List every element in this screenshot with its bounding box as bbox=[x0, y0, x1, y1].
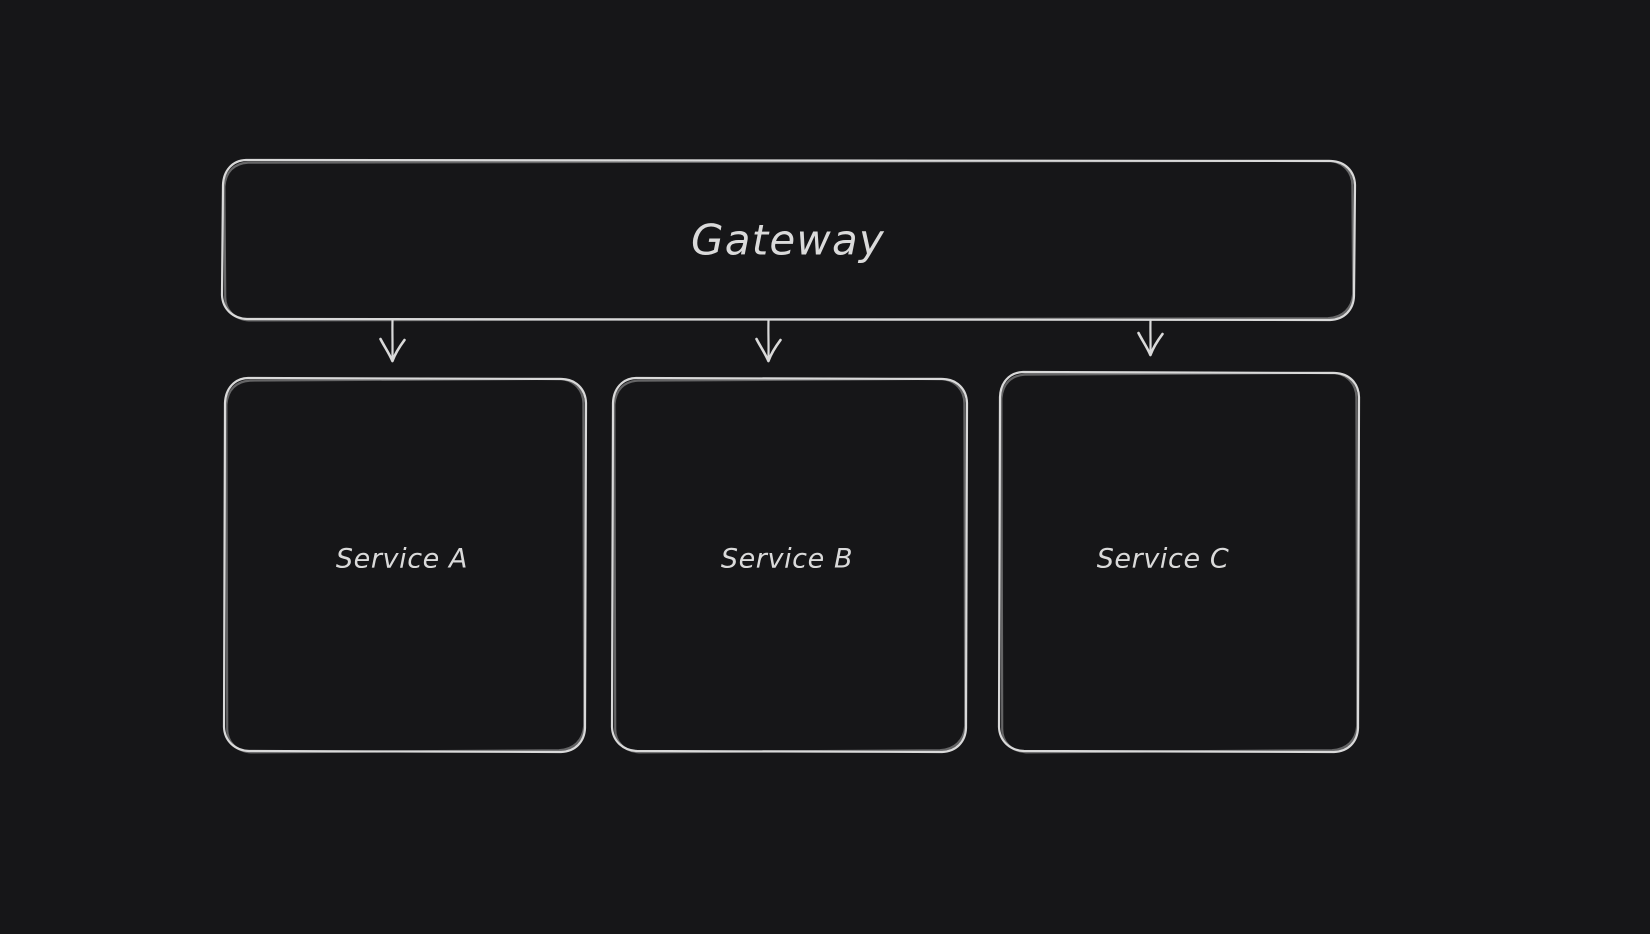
edge-gateway-service-c-arrowhead bbox=[1137, 331, 1164, 357]
node-service-c-outline bbox=[997, 370, 1361, 754]
edge-gateway-service-c bbox=[1137, 318, 1164, 357]
node-service-a-label: Service A bbox=[336, 544, 468, 575]
node-service-c-label: Service C bbox=[1097, 544, 1230, 575]
node-gateway-outline-sketch bbox=[223, 159, 1355, 322]
edge-gateway-service-b-arrowhead bbox=[755, 337, 782, 363]
nodes-layer: Gateway Service A Service B Service C bbox=[220, 158, 1361, 754]
node-service-c[interactable]: Service C bbox=[997, 370, 1361, 754]
node-service-a[interactable]: Service A bbox=[222, 376, 588, 754]
edges-layer bbox=[379, 318, 1164, 363]
node-service-a-outline bbox=[222, 376, 588, 754]
node-service-c-outline-sketch bbox=[1000, 371, 1359, 754]
node-service-b-label: Service B bbox=[721, 544, 853, 575]
node-service-b[interactable]: Service B bbox=[610, 376, 969, 754]
node-service-b-outline-sketch bbox=[613, 377, 967, 754]
edge-gateway-service-a bbox=[379, 318, 406, 363]
node-gateway[interactable]: Gateway bbox=[220, 158, 1357, 322]
node-service-b-outline bbox=[610, 376, 969, 754]
node-gateway-outline bbox=[220, 158, 1357, 322]
edge-gateway-service-a-arrowhead bbox=[379, 337, 406, 363]
node-gateway-label: Gateway bbox=[691, 216, 885, 265]
edge-gateway-service-b bbox=[755, 318, 782, 363]
node-service-a-outline-sketch bbox=[225, 377, 586, 754]
